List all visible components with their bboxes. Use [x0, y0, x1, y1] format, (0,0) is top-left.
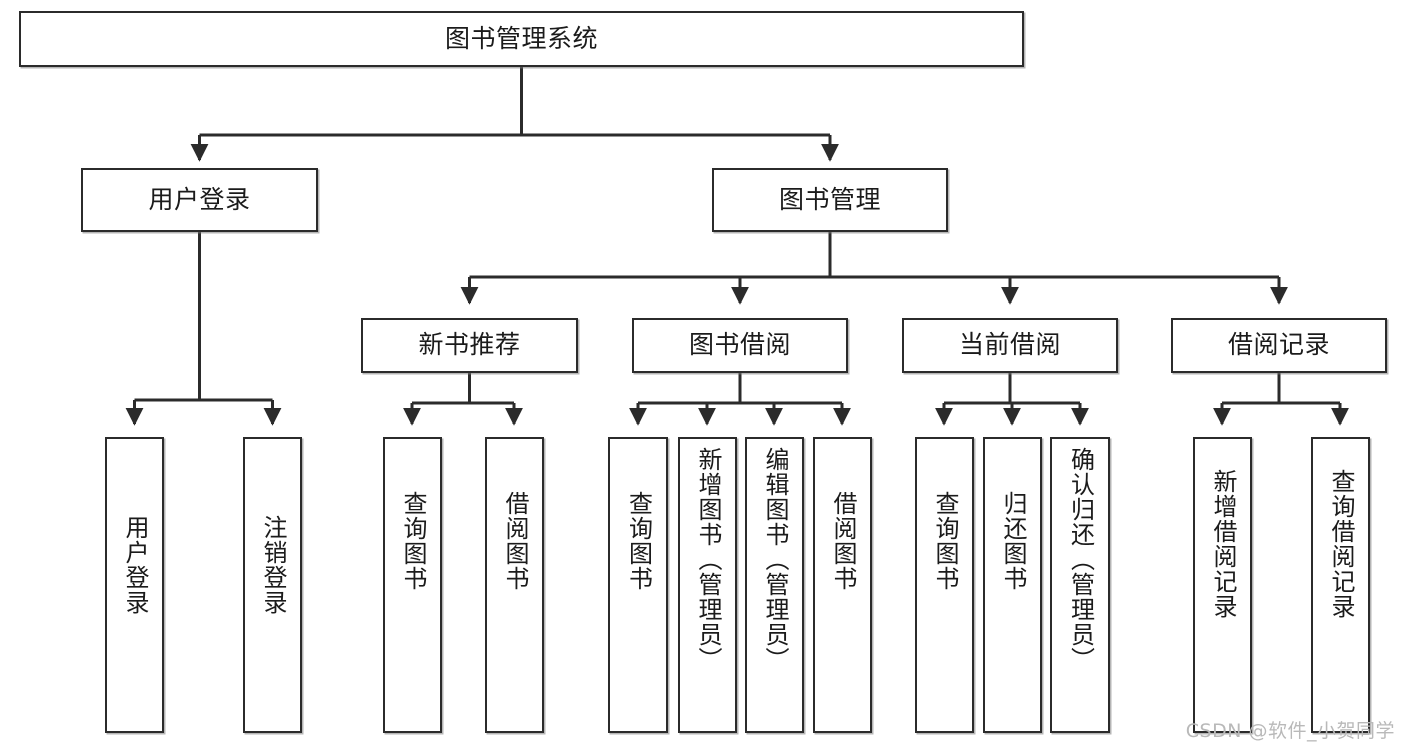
leaf-edit-book[interactable]: 编辑图书（管理员）	[745, 437, 804, 733]
node-label: 归还图书	[998, 491, 1027, 591]
node-label: 查询借阅记录	[1326, 469, 1355, 619]
leaf-query-record[interactable]: 查询借阅记录	[1311, 437, 1370, 733]
node-label: 图书管理	[778, 184, 881, 214]
node-new-book-rec[interactable]: 新书推荐	[361, 318, 578, 373]
node-label: 用户登录	[148, 184, 251, 214]
node-user-login[interactable]: 用户登录	[81, 168, 318, 232]
node-label: 查询图书	[624, 491, 653, 591]
node-label: 借阅图书	[828, 491, 857, 591]
leaf-confirm-return[interactable]: 确认归还（管理员）	[1050, 437, 1110, 733]
node-label: 新书推荐	[418, 330, 521, 360]
node-borrow-record[interactable]: 借阅记录	[1171, 318, 1387, 373]
leaf-add-book[interactable]: 新增图书（管理员）	[678, 437, 737, 733]
node-book-borrow[interactable]: 图书借阅	[632, 318, 848, 373]
node-label: 借阅图书	[500, 491, 529, 591]
leaf-user-login[interactable]: 用户登录	[105, 437, 164, 733]
leaf-user-logout[interactable]: 注销登录	[243, 437, 302, 733]
leaf-return-book[interactable]: 归还图书	[983, 437, 1042, 733]
leaf-add-record[interactable]: 新增借阅记录	[1193, 437, 1252, 733]
node-root-system[interactable]: 图书管理系统	[19, 11, 1024, 67]
node-label: 当前借阅	[958, 330, 1061, 360]
node-label: 用户登录	[120, 515, 149, 615]
node-label: 图书借阅	[688, 330, 791, 360]
leaf-borrow-book-1[interactable]: 借阅图书	[485, 437, 544, 733]
node-label: 新增借阅记录	[1208, 469, 1237, 619]
node-book-manage[interactable]: 图书管理	[712, 168, 948, 232]
node-label: 注销登录	[258, 515, 287, 615]
node-label: 图书管理系统	[444, 23, 598, 53]
node-label: 查询图书	[930, 491, 959, 591]
leaf-borrow-book-2[interactable]: 借阅图书	[813, 437, 872, 733]
leaf-query-book-1[interactable]: 查询图书	[383, 437, 442, 733]
node-label: 编辑图书（管理员）	[760, 447, 789, 672]
node-label: 新增图书（管理员）	[693, 447, 722, 672]
node-label: 借阅记录	[1227, 330, 1330, 360]
node-label: 确认归还（管理员）	[1066, 447, 1095, 672]
node-label: 查询图书	[398, 491, 427, 591]
leaf-query-book-2[interactable]: 查询图书	[608, 437, 668, 733]
node-current-borrow[interactable]: 当前借阅	[902, 318, 1118, 373]
csdn-watermark: CSDN @软件_小贺同学	[1185, 720, 1395, 742]
leaf-query-book-3[interactable]: 查询图书	[915, 437, 974, 733]
